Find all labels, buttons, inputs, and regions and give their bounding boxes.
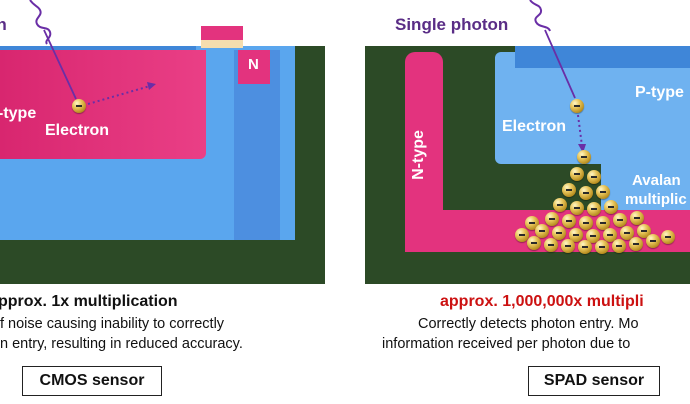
avalanche-electron — [569, 228, 583, 242]
cmos-photon-svg — [29, 0, 156, 105]
avalanche-electron — [570, 167, 584, 181]
avalanche-electron — [570, 201, 584, 215]
cmos-photon-wave — [29, 0, 52, 45]
avalanche-electron — [596, 185, 610, 199]
spad-photon-svg — [529, 0, 576, 99]
avalanche-electron — [603, 228, 617, 242]
cmos-gate-oxide — [201, 40, 243, 48]
cmos-electron-path — [87, 85, 151, 105]
avalanche-electron — [595, 240, 609, 254]
avalanche-electron — [552, 226, 566, 240]
cmos-electron-label: Electron — [45, 122, 110, 139]
spad-avalanche-label-1: Avalan — [632, 172, 681, 189]
cmos-sensor-label: CMOS sensor — [22, 366, 162, 396]
cmos-type-label: -type — [0, 105, 37, 122]
cmos-photon-label-fragment: on — [0, 15, 7, 34]
avalanche-electron — [637, 224, 651, 238]
spad-single-photon-label: Single photon — [395, 15, 509, 34]
avalanche-electron — [587, 170, 601, 184]
avalanche-electron — [604, 200, 618, 214]
avalanche-electron — [612, 239, 626, 253]
cmos-electron — [72, 99, 86, 113]
avalanche-electron — [527, 236, 541, 250]
avalanche-electron — [646, 234, 660, 248]
avalanche-electron — [561, 239, 575, 253]
spad-avalanche-label-2: multiplic — [625, 191, 687, 208]
spad-sensor-label: SPAD sensor — [528, 366, 660, 396]
avalanche-electron — [596, 216, 610, 230]
avalanche-electron — [544, 238, 558, 252]
spad-caption-line2: information received per photon due to — [382, 336, 631, 352]
avalanche-electron — [586, 229, 600, 243]
spad-electron-path — [577, 114, 583, 147]
avalanche-electron — [553, 198, 567, 212]
cmos-gate — [201, 26, 243, 40]
spad-electron-arrowhead — [578, 144, 586, 153]
avalanche-electron — [629, 237, 643, 251]
spad-electron — [570, 99, 584, 113]
cmos-n-label: N — [248, 56, 259, 73]
spad-electron-label: Electron — [502, 118, 567, 135]
avalanche-electron — [579, 216, 593, 230]
avalanche-electron — [562, 214, 576, 228]
cmos-caption-line1: f noise causing inability to correctly — [0, 316, 225, 332]
avalanche-electron — [613, 213, 627, 227]
spad-photon-arrow — [544, 29, 576, 99]
spad-caption-line1: Correctly detects photon entry. Mo — [418, 316, 639, 332]
cmos-caption-line2: n entry, resulting in reduced accuracy. — [0, 336, 243, 352]
avalanche-electron — [578, 240, 592, 254]
spad-p-region — [495, 52, 690, 164]
avalanche-electron — [661, 230, 675, 244]
cmos-caption-title: pprox. 1x multiplication — [0, 293, 178, 310]
avalanche-electron — [515, 228, 529, 242]
avalanche-electron — [535, 224, 549, 238]
avalanche-electron — [587, 202, 601, 216]
cmos-diagram: N -type Electron — [0, 46, 325, 284]
avalanche-electron — [579, 186, 593, 200]
cmos-photon-arrow — [43, 29, 77, 100]
avalanche-electron — [630, 211, 644, 225]
spad-diagram: P-type Electron N-type Avalan multiplic — [365, 46, 690, 284]
spad-electron-path-svg — [577, 114, 586, 153]
avalanche-electron — [577, 150, 591, 164]
cmos-n-block — [238, 50, 270, 84]
avalanche-electron — [620, 226, 634, 240]
spad-photon-wave — [529, 0, 551, 32]
cmos-n-region — [0, 50, 206, 159]
cmos-electron-arrowhead — [147, 82, 156, 90]
spad-caption-title: approx. 1,000,000x multipli — [440, 293, 644, 310]
avalanche-electron — [545, 212, 559, 226]
spad-p-type-label: P-type — [635, 84, 684, 101]
avalanche-electron — [562, 183, 576, 197]
